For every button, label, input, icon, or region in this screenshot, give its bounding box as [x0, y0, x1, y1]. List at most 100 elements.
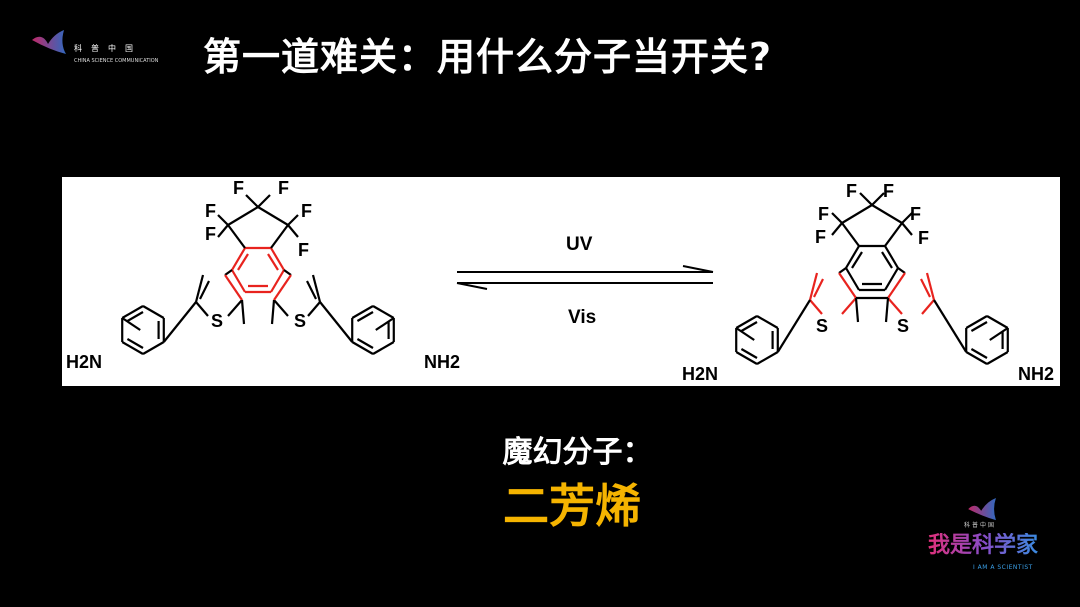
- bond: [307, 301, 321, 317]
- bond: [854, 297, 860, 323]
- bond: [841, 297, 857, 315]
- bond: [372, 305, 395, 319]
- bond: [925, 272, 936, 301]
- bond: [227, 299, 243, 317]
- fluorine-label: F: [205, 201, 216, 221]
- bond: [356, 311, 374, 322]
- uv-label: UV: [566, 234, 593, 255]
- fluorine-label: F: [846, 181, 857, 201]
- bond: [965, 351, 988, 365]
- bond: [287, 214, 299, 226]
- brand-wave-icon: [968, 498, 996, 521]
- bond: [287, 224, 299, 238]
- amine-label: H2N: [66, 352, 102, 372]
- bond: [901, 222, 913, 236]
- bond: [986, 351, 1009, 365]
- bond: [270, 247, 285, 271]
- bond: [735, 315, 758, 329]
- bond: [989, 327, 1009, 341]
- bond: [845, 267, 860, 291]
- logo-wave-icon: [32, 30, 66, 54]
- bond: [901, 212, 913, 224]
- fluorine-label: F: [815, 227, 826, 247]
- bond: [199, 280, 210, 300]
- vis-label: Vis: [568, 307, 596, 328]
- bond: [871, 204, 903, 224]
- bond: [162, 301, 197, 343]
- logo-en-text: CHINA SCIENCE COMMUNICATION: [74, 58, 159, 64]
- bond: [231, 247, 246, 271]
- fluorine-label: F: [883, 181, 894, 201]
- bond: [897, 267, 906, 274]
- bond: [921, 299, 935, 315]
- bond: [735, 327, 755, 341]
- fluorine-label: F: [301, 201, 312, 221]
- bond: [740, 348, 758, 359]
- bond: [267, 253, 279, 271]
- bond: [283, 269, 292, 276]
- bond: [970, 348, 988, 359]
- sulfur-label: S: [816, 316, 828, 336]
- bond: [851, 251, 863, 269]
- molecule-bonds: [121, 192, 1009, 365]
- bond: [121, 317, 141, 331]
- bond: [257, 194, 271, 208]
- reaction-scheme: UV Vis F F F F F F S S H2N NH2 F F F F F…: [66, 178, 1054, 384]
- bond: [270, 299, 276, 325]
- bond: [227, 206, 259, 226]
- bond: [224, 269, 233, 276]
- bond: [194, 274, 205, 303]
- fluorine-label: F: [818, 204, 829, 224]
- bond: [126, 338, 144, 349]
- diarylethene-reaction-diagram: UV Vis F F F F F F S S H2N NH2 F F F F F…: [62, 177, 1060, 386]
- bond: [142, 305, 165, 319]
- bond: [224, 274, 243, 301]
- bond: [809, 299, 823, 315]
- bond: [756, 315, 779, 329]
- bond: [813, 278, 824, 298]
- brand-small-text: 科普中国: [964, 522, 997, 529]
- bond: [756, 351, 779, 365]
- bond: [217, 224, 229, 238]
- bond: [841, 222, 860, 247]
- bond: [884, 297, 890, 323]
- logo-cn-text: 科普中国: [74, 44, 142, 53]
- bond: [311, 274, 322, 303]
- bond: [970, 321, 988, 332]
- bond: [319, 301, 354, 343]
- amine-label: NH2: [424, 352, 460, 372]
- fluorine-label: F: [205, 224, 216, 244]
- bond: [237, 253, 249, 271]
- sulfur-label: S: [897, 316, 909, 336]
- bond: [121, 341, 144, 355]
- bond: [240, 299, 246, 325]
- bond: [933, 299, 968, 353]
- bond: [735, 351, 758, 365]
- bond: [887, 272, 906, 299]
- bond: [270, 269, 285, 293]
- caption-heading: 魔幻分子：: [502, 435, 653, 470]
- bond: [841, 204, 873, 224]
- caption-highlight: 二芳烯: [503, 479, 641, 533]
- bond: [351, 305, 374, 319]
- bond: [372, 341, 395, 355]
- sulfur-label: S: [211, 311, 223, 331]
- bond: [884, 267, 899, 291]
- bond: [920, 278, 931, 298]
- bond: [845, 245, 860, 269]
- slide-title: 第一道难关：用什么分子当开关?: [203, 35, 773, 79]
- i-am-a-scientist-logo: 科普中国 我是科学家 I AM A SCIENTIST: [925, 498, 1040, 582]
- bond: [126, 311, 144, 322]
- bond: [121, 305, 144, 319]
- bond: [227, 224, 246, 249]
- fluorine-label: F: [918, 228, 929, 248]
- bond: [884, 222, 903, 247]
- amine-label: H2N: [682, 364, 718, 384]
- fluorine-label: F: [298, 240, 309, 260]
- bond: [986, 315, 1009, 329]
- bond: [195, 301, 209, 317]
- bond: [245, 194, 259, 208]
- china-science-communication-logo: 科普中国 CHINA SCIENCE COMMUNICATION: [30, 30, 170, 70]
- bond: [356, 338, 374, 349]
- amine-label: NH2: [1018, 364, 1054, 384]
